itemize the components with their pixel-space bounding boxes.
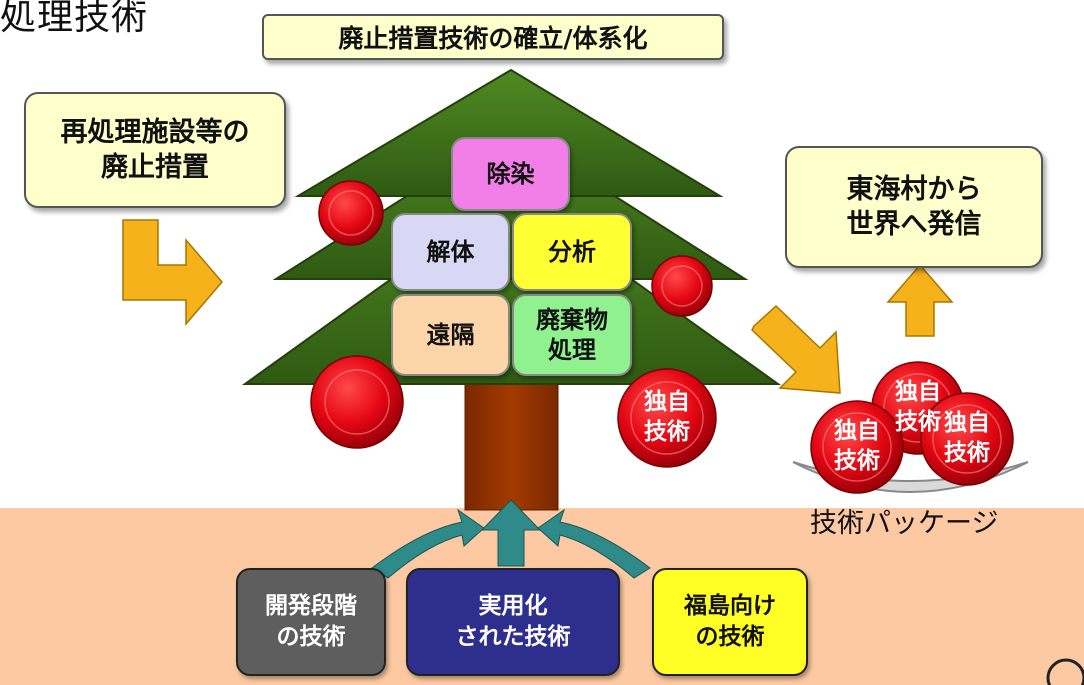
ornament-ball bbox=[318, 180, 384, 246]
block-dismantling: 解体 bbox=[391, 213, 510, 291]
base-block-practical: 実用化 された技術 bbox=[406, 568, 620, 676]
package-ball-left-label: 独自 技術 bbox=[834, 418, 880, 474]
tree-trunk bbox=[464, 374, 559, 511]
unique-tech-label: 独自 技術 bbox=[644, 389, 690, 445]
right-callout: 東海村から 世界へ発信 bbox=[785, 146, 1043, 268]
top-banner: 廃止措置技術の確立/体系化 bbox=[262, 14, 724, 60]
slide-title: 処理技術 bbox=[0, 0, 149, 38]
tree-tier-bottom bbox=[241, 191, 782, 385]
block-decontamination: 除染 bbox=[451, 137, 570, 211]
orange-arrow-up bbox=[886, 263, 954, 337]
package-ball-left bbox=[810, 400, 904, 494]
left-callout: 再処理施設等の 廃止措置 bbox=[24, 92, 286, 208]
ornament-ball bbox=[310, 355, 404, 449]
teal-arrow-center bbox=[480, 499, 542, 567]
ornament-ball bbox=[651, 255, 713, 317]
block-waste-treatment: 廃棄物 処理 bbox=[512, 294, 632, 376]
package-label: 技術パッケージ bbox=[810, 508, 999, 539]
teal-arrow-right bbox=[537, 508, 651, 579]
package-ball-back-label: 独自 技術 bbox=[895, 379, 941, 435]
package-ball-right bbox=[920, 392, 1014, 486]
base-block-development: 開発段階 の技術 bbox=[236, 568, 386, 676]
ornament-ball-unique-tech bbox=[617, 368, 717, 468]
page-corner-mark bbox=[1046, 658, 1084, 685]
block-analysis: 分析 bbox=[512, 213, 632, 291]
package-ball-right-label: 独自 技術 bbox=[944, 410, 990, 466]
orange-arrow-left bbox=[122, 219, 223, 327]
block-remote: 遠隔 bbox=[391, 294, 510, 376]
base-block-fukushima: 福島向け の技術 bbox=[652, 568, 808, 676]
orange-arrow-right bbox=[751, 304, 841, 394]
